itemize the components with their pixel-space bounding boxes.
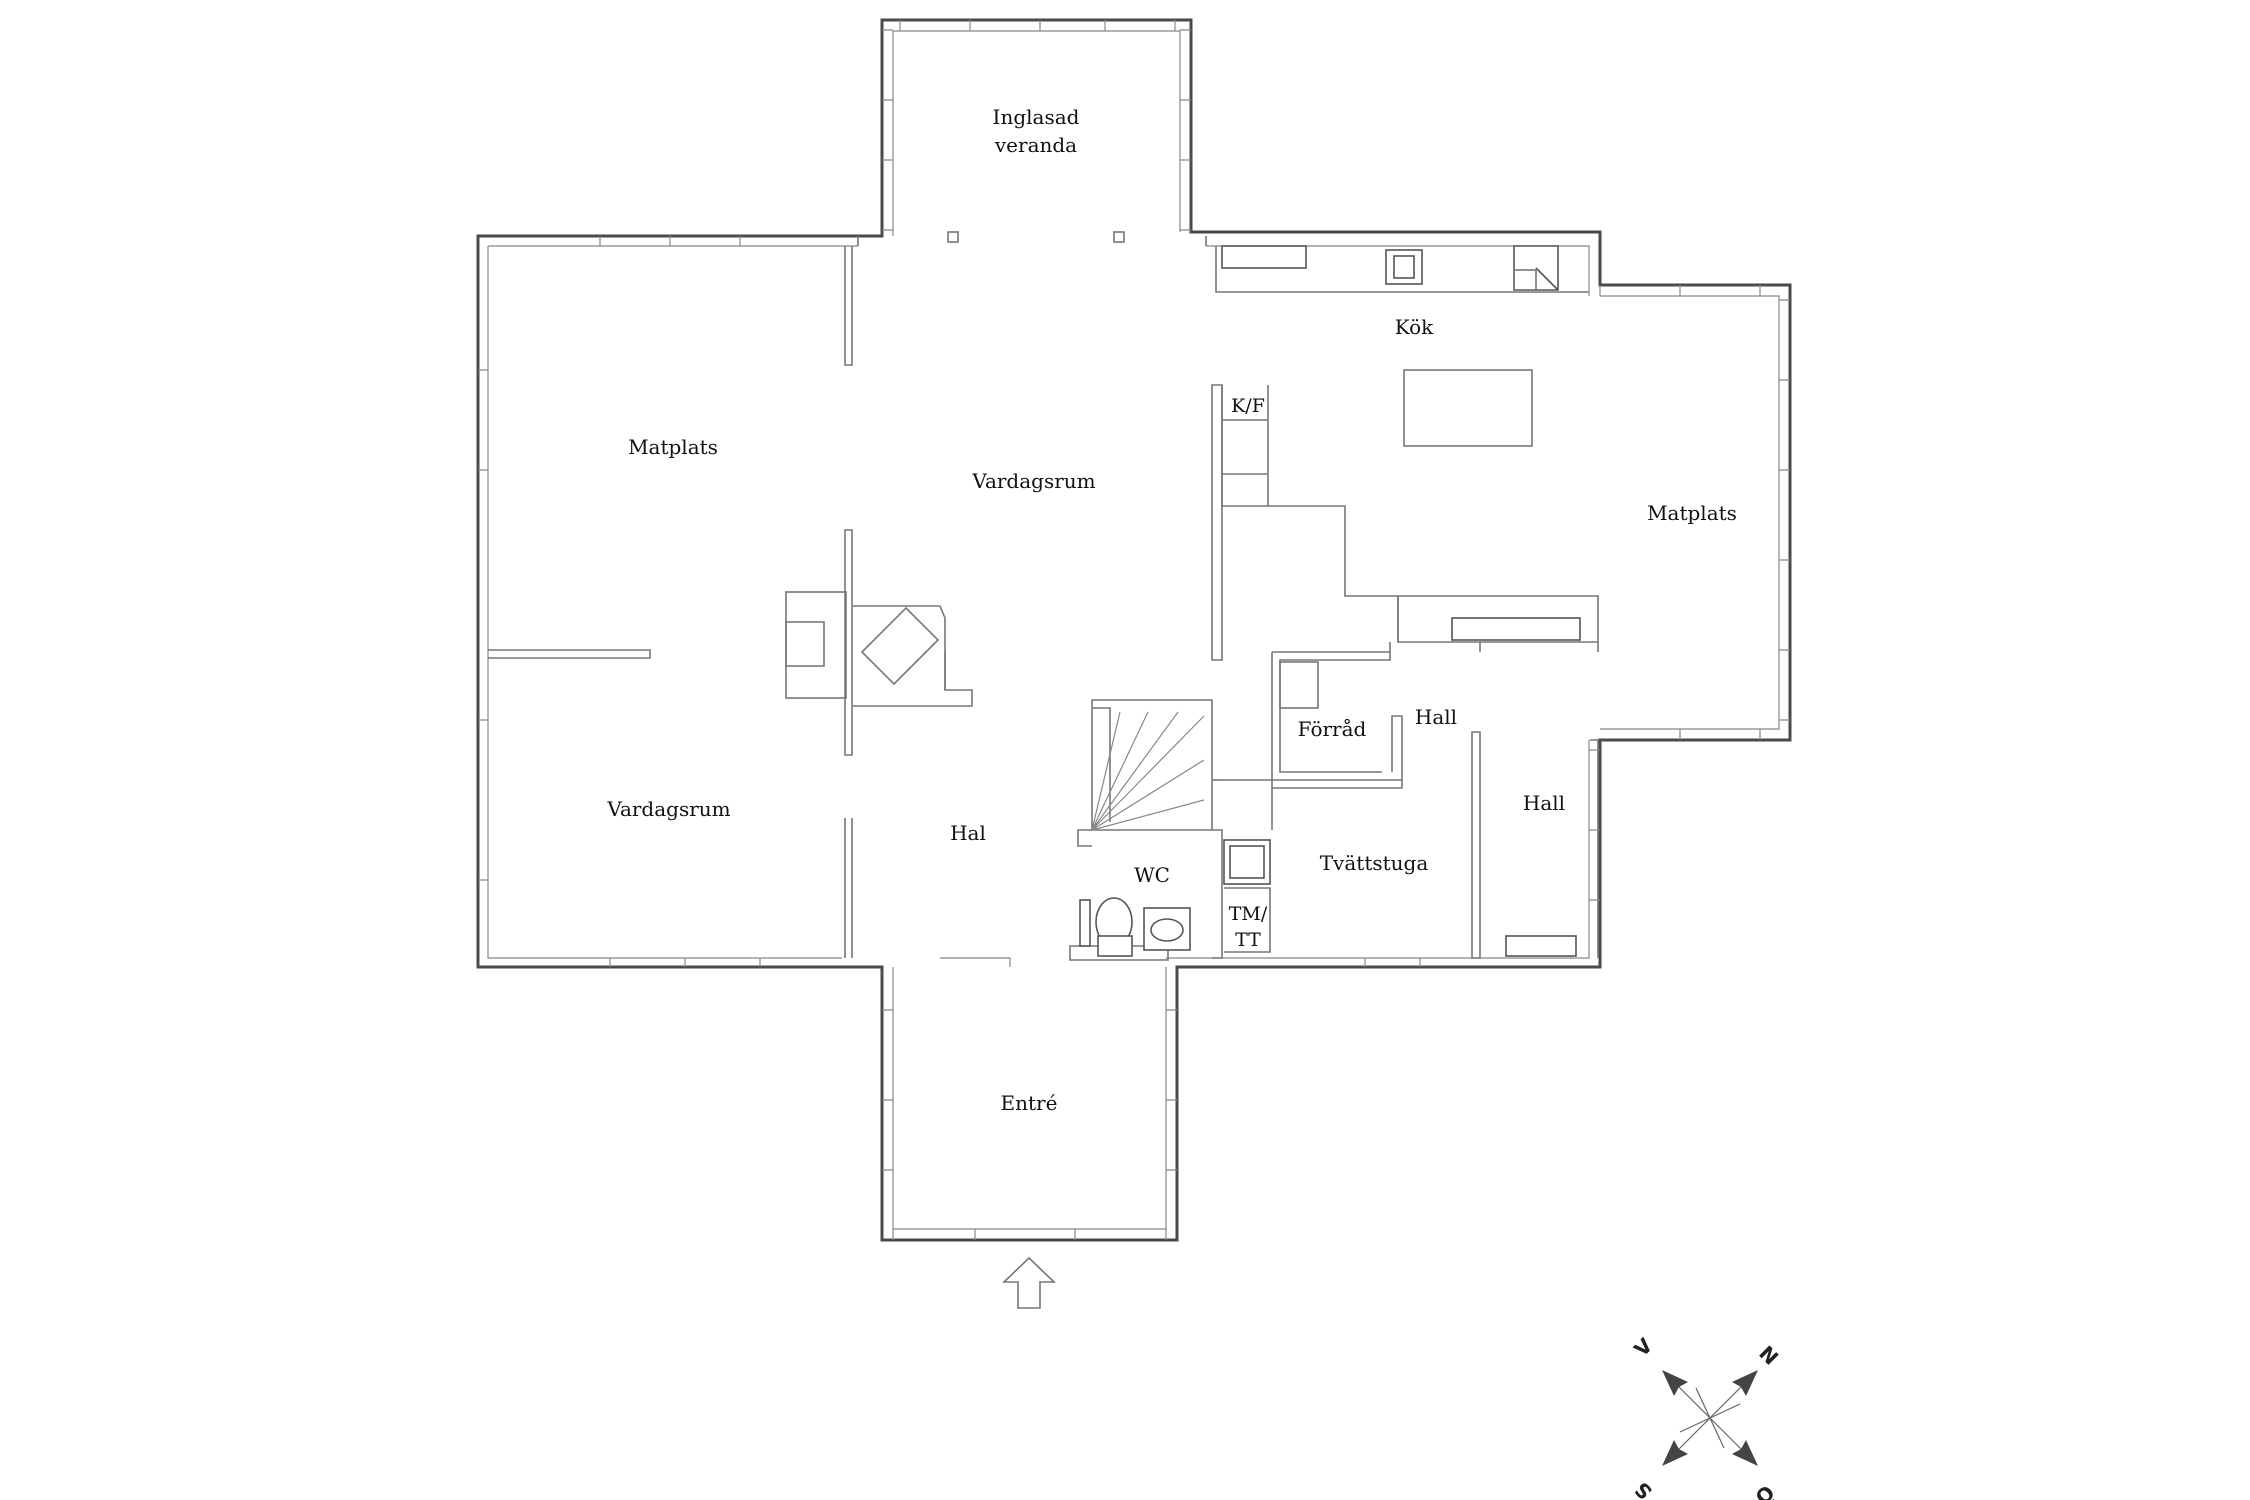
room-label-tmtt-2: TT bbox=[1235, 929, 1261, 951]
room-label-hal: Hal bbox=[950, 821, 986, 845]
room-labels: Inglasad veranda Kök K/F Matplats Vardag… bbox=[606, 105, 1737, 1115]
room-label-kf: K/F bbox=[1231, 395, 1265, 417]
room-label-vardagsrum-left: Vardagsrum bbox=[606, 797, 730, 821]
room-label-matplats-left: Matplats bbox=[628, 435, 718, 459]
room-label-entre: Entré bbox=[1001, 1091, 1058, 1115]
compass-label-v: V bbox=[1629, 1333, 1657, 1361]
room-label-kok: Kök bbox=[1395, 315, 1434, 339]
compass-label-n: N bbox=[1754, 1341, 1783, 1370]
room-label-veranda-1: Inglasad bbox=[993, 105, 1080, 129]
room-label-vardagsrum-top: Vardagsrum bbox=[971, 469, 1095, 493]
entrance-arrow-icon bbox=[1002, 1256, 1056, 1309]
interior-walls bbox=[488, 231, 1599, 961]
room-label-matplats-right: Matplats bbox=[1647, 501, 1737, 525]
outer-walls bbox=[476, 18, 1792, 1242]
room-label-hall-right: Hall bbox=[1523, 791, 1565, 815]
room-label-tmtt-1: TM/ bbox=[1229, 903, 1268, 925]
room-label-veranda-2: veranda bbox=[994, 133, 1077, 157]
room-label-tvattstuga: Tvättstuga bbox=[1320, 851, 1429, 875]
room-label-hall-mid: Hall bbox=[1415, 705, 1457, 729]
windows bbox=[478, 20, 1790, 1240]
room-label-forrad: Förråd bbox=[1298, 717, 1367, 741]
room-label-wc: WC bbox=[1134, 863, 1170, 887]
compass-label-o: Ö bbox=[1750, 1480, 1779, 1500]
compass-icon: N V S Ö bbox=[1629, 1333, 1783, 1500]
compass-label-s: S bbox=[1630, 1477, 1657, 1500]
